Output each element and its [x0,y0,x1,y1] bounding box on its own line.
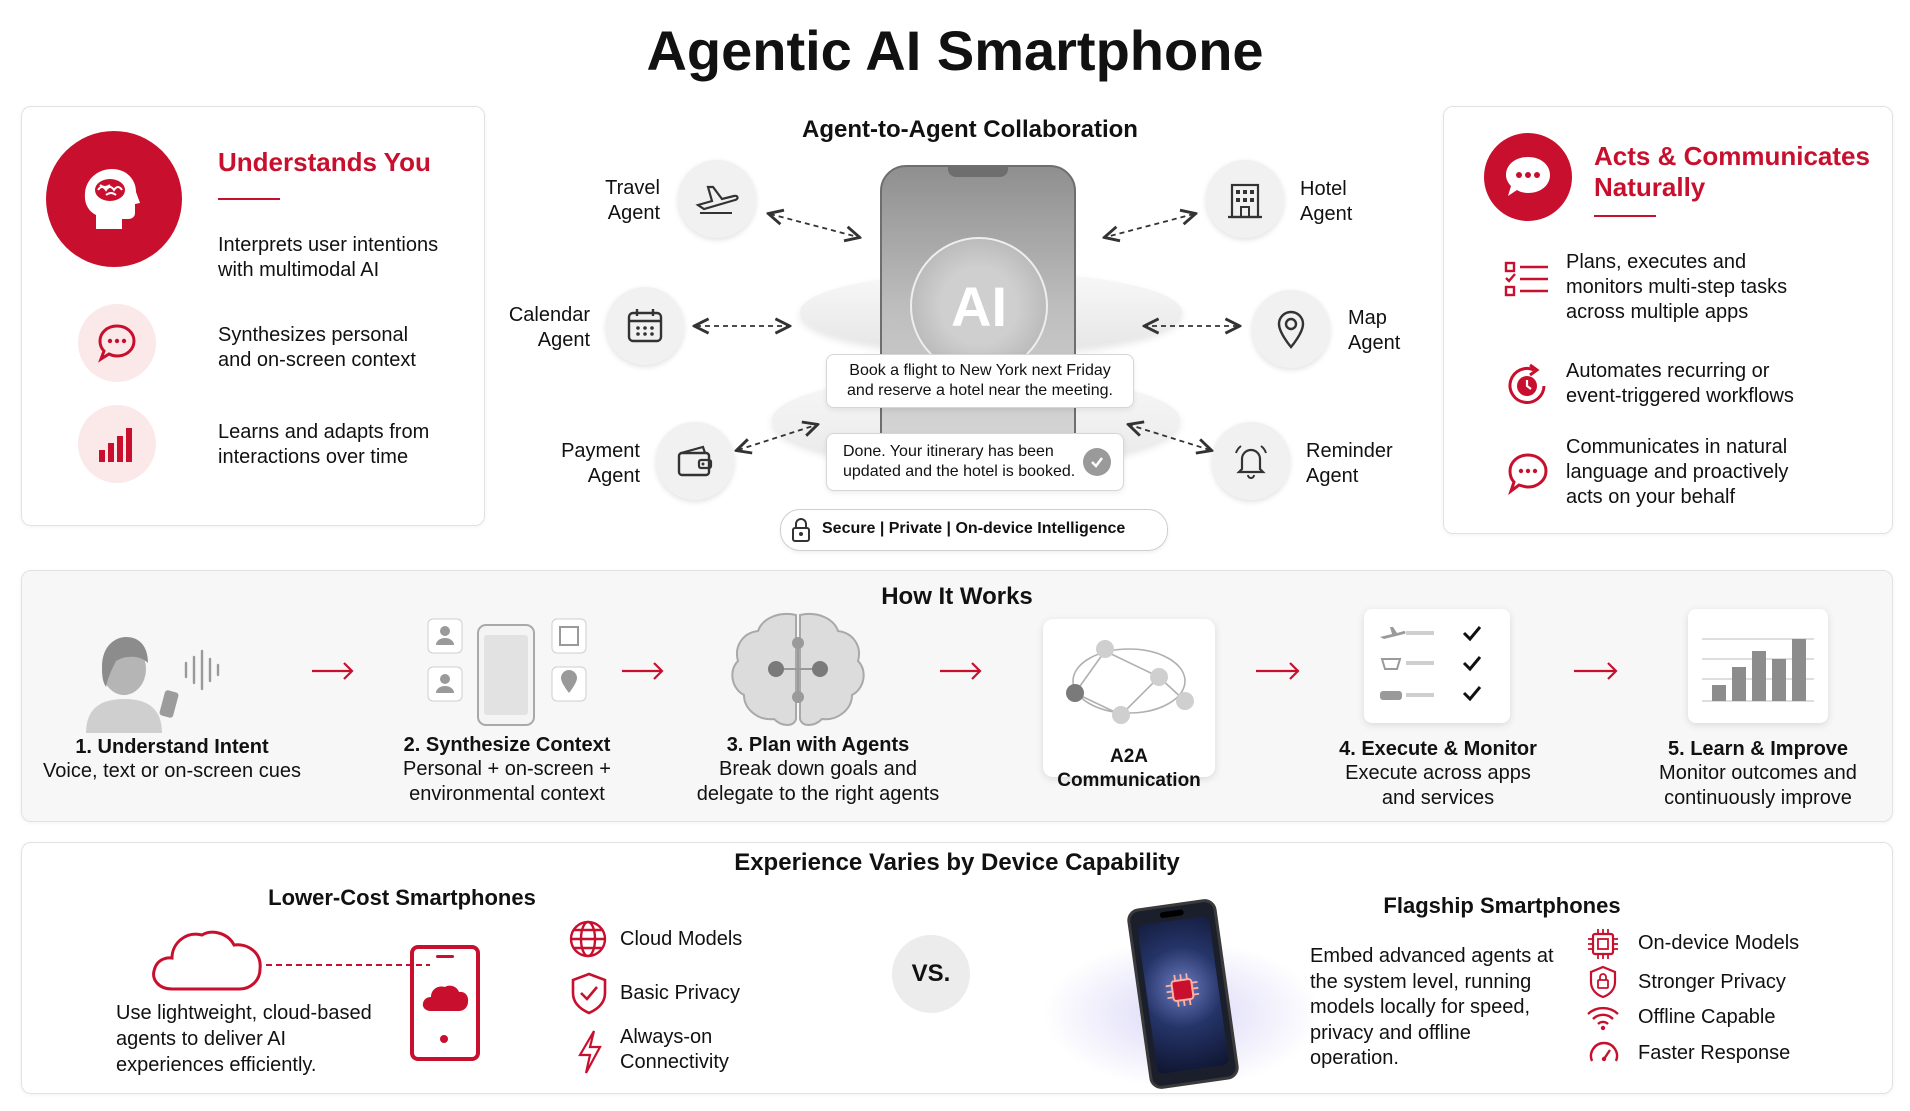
chat-bubble-icon [78,304,156,382]
cloud-models-label: Cloud Models [620,928,743,950]
flagship-desc: Embed advanced agents at the system leve… [1310,945,1554,1069]
a2a-card: A2A Communication [1043,619,1215,791]
checklist-icon [1504,261,1548,297]
step-arrow [940,662,982,680]
person-speaking-icon [86,637,220,733]
wifi-icon [1587,1006,1619,1031]
page-title: Agentic AI Smartphone [646,19,1264,82]
how-it-works-heading: How It Works [881,583,1033,610]
step-arrow [1574,662,1618,680]
stronger-privacy-label: Stronger Privacy [1638,971,1786,993]
clock-refresh-icon [1508,363,1546,404]
acts-communicates-panel: Acts & Communicates Naturally Plans, exe… [1443,106,1893,534]
improve-bars-icon [1702,638,1814,702]
speedometer-icon [1589,1041,1619,1062]
left-item-text: Learns and adapts from interactions over… [218,421,430,468]
cloud-connector-line [266,964,430,966]
offline-capable-label: Offline Capable [1638,1006,1776,1028]
right-item-text: Communicates in natural language and pro… [1566,436,1789,508]
ai-logo-ring: AI [910,237,1048,375]
shield-check-icon [571,972,607,1015]
on-device-models-label: On-device Models [1638,932,1800,954]
travel-connector [770,214,858,237]
globe-icon [569,920,607,958]
step-arrow [1256,662,1300,680]
vs-text: VS. [911,960,951,987]
ai-logo-text: AI [951,274,1007,338]
context-phone-icon [427,618,587,726]
agent-network-icon [1066,640,1194,724]
step-arrow [312,662,354,680]
a2a-heading: Agent-to-Agent Collaboration [802,116,1138,143]
brain-network-icon [731,613,865,726]
lower-cost-heading: Lower-Cost Smartphones [268,885,536,910]
experience-heading: Experience Varies by Device Capability [734,849,1180,876]
smartphone: AI [880,165,1076,479]
cloud-phone-icon [410,945,480,1061]
step-execute-monitor: 4. Execute & Monitor Execute across apps… [1339,738,1537,809]
faster-response-label: Faster Response [1638,1042,1791,1064]
response-bubble: Done. Your itinerary has been updated an… [826,433,1124,491]
reminder-connector [1130,425,1210,450]
left-item-text: Interprets user intentions with multimod… [218,234,439,281]
check-icon [1083,448,1111,476]
execute-card [1364,609,1510,723]
cloud-icon [152,930,262,991]
flagship-heading: Flagship Smartphones [1383,893,1621,918]
heading-underline [1594,215,1656,217]
always-on-label: Always-on Connectivity [620,1026,729,1073]
execute-checklist-icon [1380,626,1482,702]
map-agent-icon [1252,290,1330,368]
flagship-phone [1125,897,1241,1091]
experience-panel: Experience Varies by Device Capability L… [21,842,1893,1094]
heading-underline [218,198,280,200]
step-learn-improve: 5. Learn & Improve Monitor outcomes and … [1659,738,1857,809]
hotel-agent-icon [1206,160,1284,238]
acts-heading: Acts & Communicates Naturally [1594,141,1870,202]
a2a-label: A2A Communication [1057,746,1201,791]
understands-you-panel: Understands You Interprets user intentio… [21,106,485,526]
right-item-text: Plans, executes and monitors multi-step … [1566,251,1788,323]
right-item-text: Automates recurring or event-triggered w… [1566,360,1794,407]
request-bubble: Book a flight to New York next Friday an… [826,354,1134,408]
left-item-text: Synthesizes personal and on-screen conte… [218,324,416,371]
phone-notch [948,167,1008,177]
step-arrows [312,662,1618,680]
payment-connector [738,425,816,450]
payment-agent-icon [656,422,734,500]
chat-bubble-icon [1508,453,1548,495]
agent-connectors [0,0,1910,600]
lightning-icon [578,1030,602,1074]
step-plan-with-agents: 3. Plan with Agents Break down goals and… [696,734,940,805]
step-synthesize-context: 2. Synthesize Context Personal + on-scre… [403,734,611,805]
head-brain-icon [46,131,182,267]
basic-privacy-label: Basic Privacy [620,982,741,1004]
vs-badge: VS. [892,935,970,1013]
lock-icon [792,518,810,542]
calendar-agent-icon [606,287,684,365]
chip-glow-icon [1165,973,1200,1007]
step-understand-intent: 1. Understand Intent Voice, text or on-s… [43,736,301,782]
learn-card [1688,609,1828,723]
response-text: Done. Your itinerary has been updated an… [843,443,1076,480]
bar-chart-icon [78,405,156,483]
lower-cost-desc: Use lightweight, cloud-based agents to d… [116,1002,372,1076]
security-pill: Secure | Private | On-device Intelligenc… [780,509,1168,551]
travel-agent-icon [678,160,756,238]
chat-bubble-icon [1484,133,1572,221]
chip-icon [1588,929,1618,959]
shield-lock-icon [1589,965,1617,999]
step-arrow [622,662,664,680]
understands-heading: Understands You [218,147,431,177]
security-text: Secure | Private | On-device Intelligenc… [822,520,1126,537]
how-it-works-panel: How It Works 1. Understand Intent Voice,… [21,570,1893,822]
reminder-agent-icon [1212,422,1290,500]
hotel-connector [1106,214,1194,237]
